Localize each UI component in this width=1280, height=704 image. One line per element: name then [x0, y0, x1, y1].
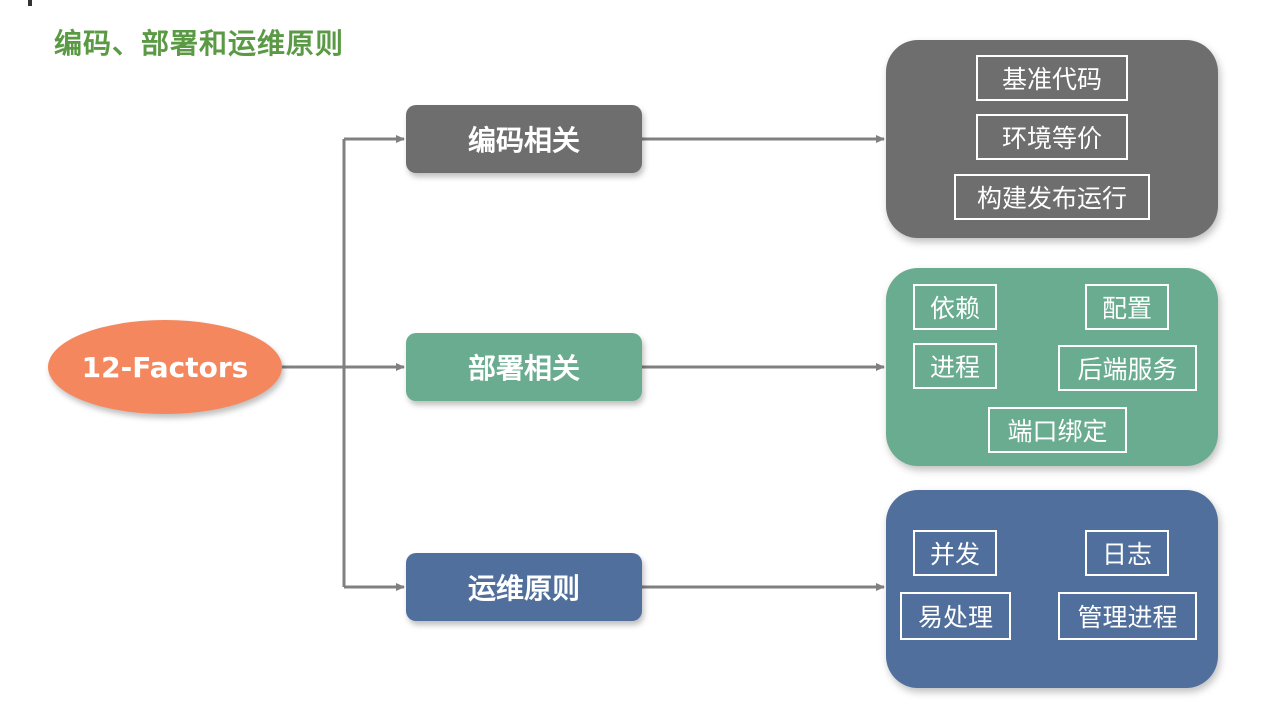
- item-disposability: 易处理: [900, 592, 1011, 640]
- root-node-12-factors: 12-Factors: [48, 320, 282, 414]
- panel-deploy: 依赖 配置 进程 后端服务 端口绑定: [886, 268, 1218, 466]
- item-logs: 日志: [1085, 530, 1169, 576]
- item-port-binding: 端口绑定: [988, 407, 1127, 453]
- item-admin-processes: 管理进程: [1058, 592, 1197, 640]
- item-dependencies: 依赖: [913, 284, 997, 330]
- item-concurrency: 并发: [913, 530, 997, 576]
- panel-coding: 基准代码 环境等价 构建发布运行: [886, 40, 1218, 238]
- category-ops: 运维原则: [406, 553, 642, 621]
- panel-ops: 并发 日志 易处理 管理进程: [886, 490, 1218, 688]
- item-processes: 进程: [913, 343, 997, 389]
- category-deploy: 部署相关: [406, 333, 642, 401]
- corner-mark: [28, 0, 32, 6]
- category-coding: 编码相关: [406, 105, 642, 173]
- item-codebase: 基准代码: [976, 55, 1128, 101]
- item-build-release-run: 构建发布运行: [954, 174, 1150, 220]
- item-config: 配置: [1085, 284, 1169, 330]
- page-title: 编码、部署和运维原则: [54, 27, 345, 60]
- item-backing-services: 后端服务: [1058, 345, 1197, 391]
- item-dev-prod-parity: 环境等价: [976, 114, 1128, 160]
